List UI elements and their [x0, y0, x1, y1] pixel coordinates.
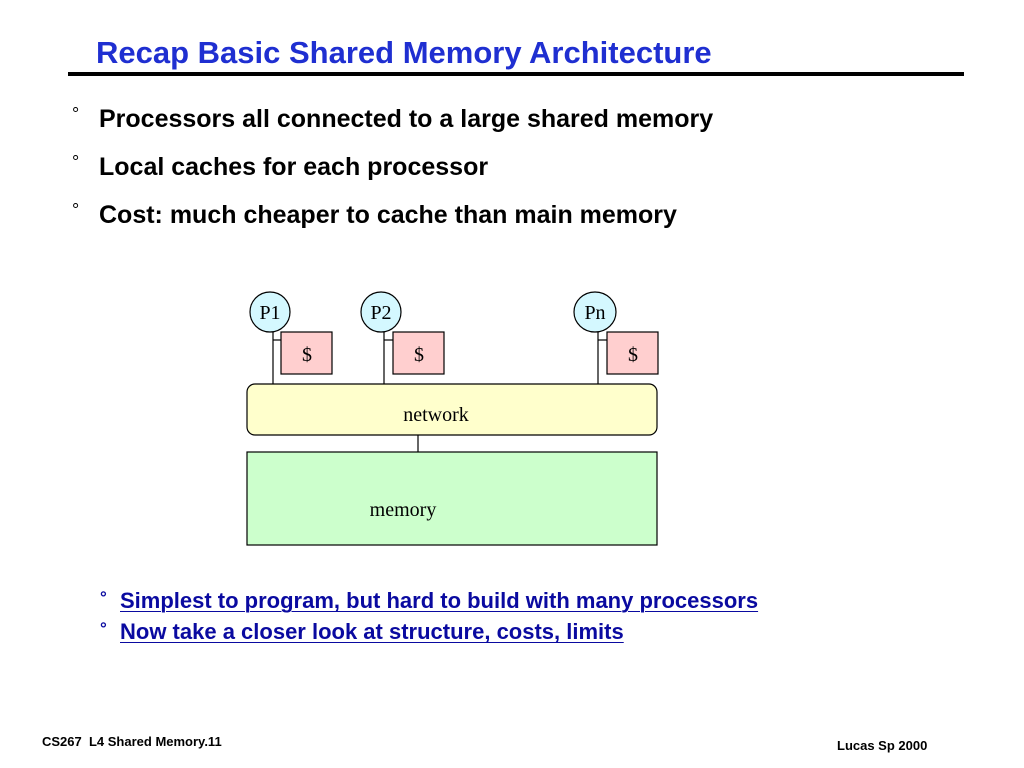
- note-text: Now take a closer look at structure, cos…: [120, 619, 624, 644]
- cache-label: $: [628, 344, 638, 366]
- slide-title: Recap Basic Shared Memory Architecture: [96, 35, 712, 70]
- processor-node-pn: Pn $: [573, 291, 659, 384]
- memory-box: [246, 451, 658, 546]
- note-marker: °: [100, 588, 107, 607]
- footer-author-label: Lucas Sp 2000: [837, 738, 928, 753]
- bullet-item: ° Local caches for each processor: [72, 146, 488, 183]
- cache-label: $: [414, 344, 424, 366]
- processor-node-p2: P2 $: [360, 291, 445, 384]
- processor-label: P1: [259, 302, 280, 324]
- processor-label: P2: [370, 302, 391, 324]
- network-label: network: [403, 404, 469, 426]
- bullet-text: Local caches for each processor: [99, 153, 489, 181]
- note-text: Simplest to program, but hard to build w…: [120, 588, 759, 613]
- bullet-marker: °: [72, 152, 80, 172]
- bullet-marker: °: [72, 104, 80, 124]
- cache-label: $: [302, 344, 312, 366]
- bullet-text: Processors all connected to a large shar…: [99, 105, 714, 133]
- note-item: ° Simplest to program, but hard to build …: [100, 584, 758, 615]
- processor-label: Pn: [584, 302, 605, 324]
- footer-course-label: CS267 L4 Shared Memory.11: [42, 734, 222, 749]
- note-marker: °: [100, 619, 107, 638]
- processor-node-p1: P1 $: [249, 291, 333, 384]
- cache-box: [606, 331, 659, 375]
- processor-circle: [249, 291, 291, 333]
- network-bus: [246, 383, 658, 436]
- bullet-text: Cost: much cheaper to cache than main me…: [99, 201, 677, 229]
- bullet-item: ° Processors all connected to a large sha…: [72, 98, 713, 135]
- cache-box: [392, 331, 445, 375]
- processor-circle: [360, 291, 402, 333]
- processor-circle: [573, 291, 617, 333]
- bullet-marker: °: [72, 200, 80, 220]
- note-item: ° Now take a closer look at structure, co…: [100, 615, 624, 646]
- title-underline: [68, 72, 964, 76]
- bullet-item: ° Cost: much cheaper to cache than main m…: [72, 194, 677, 231]
- memory-label: memory: [370, 499, 437, 521]
- cache-box: [280, 331, 333, 375]
